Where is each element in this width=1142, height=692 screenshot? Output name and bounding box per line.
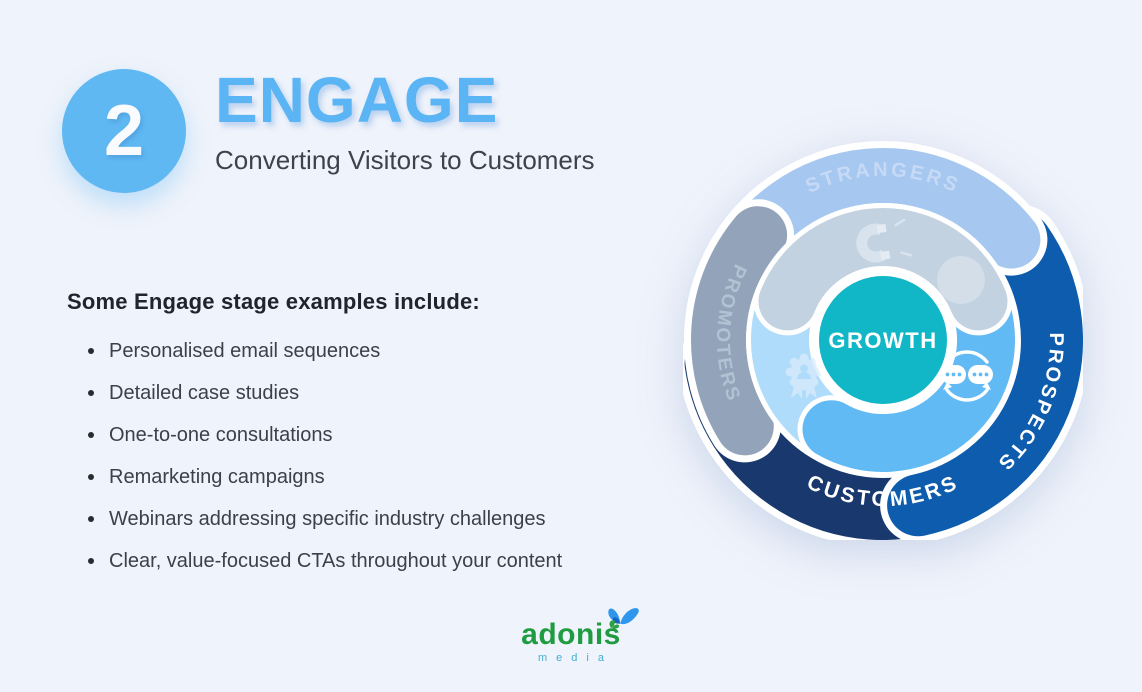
page-title: ENGAGE	[215, 64, 499, 136]
example-item: Detailed case studies	[88, 372, 688, 414]
brand-name: adonis	[521, 618, 621, 651]
growth-hub: GROWTH	[812, 269, 954, 411]
growth-flywheel-diagram: GROWTH STRANGERS PROSPECTS CUSTOMERS PRO…	[677, 140, 1090, 547]
page-subtitle: Converting Visitors to Customers	[215, 144, 595, 175]
step-number: 2	[103, 91, 145, 171]
brand-tagline: media	[538, 652, 613, 664]
example-item: Clear, value-focused CTAs throughout you…	[88, 540, 688, 582]
segment-prospects	[880, 205, 1090, 544]
inner-segment-gray	[753, 203, 1013, 336]
example-item: Remarketing campaigns	[88, 456, 688, 498]
award-badge-icon	[785, 353, 823, 399]
examples-heading: Some Engage stage examples include:	[67, 289, 480, 314]
example-item: One-to-one consultations	[88, 414, 688, 456]
magnet-icon	[856, 218, 913, 263]
inner-segment-medium	[797, 279, 1020, 477]
examples-list: Personalised email sequences Detailed ca…	[88, 330, 688, 582]
footer: adonis media	[0, 608, 1142, 664]
step-number-badge: 2	[62, 69, 186, 193]
growth-label: GROWTH	[828, 328, 937, 353]
example-item: Webinars addressing specific industry ch…	[88, 498, 688, 540]
segment-promoters	[684, 199, 795, 463]
butterfly-icon	[608, 608, 639, 629]
brand-logo: adonis media	[513, 608, 639, 664]
title-block: ENGAGE Converting Visitors to Customers	[215, 64, 595, 176]
example-item: Personalised email sequences	[88, 330, 688, 372]
